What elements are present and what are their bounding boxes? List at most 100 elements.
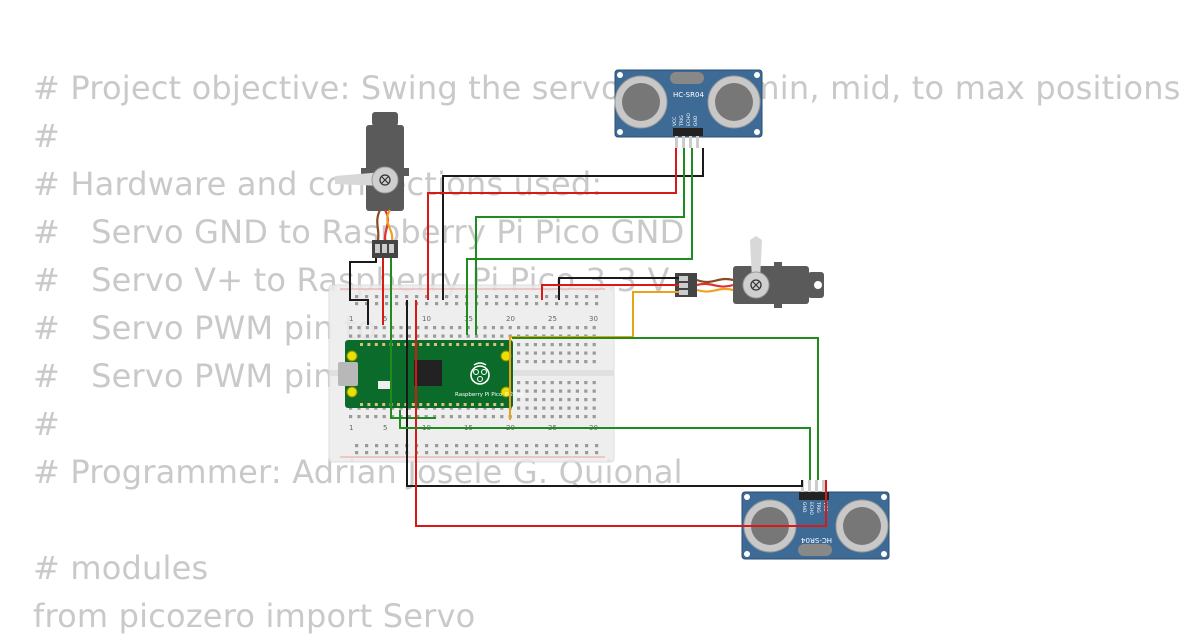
breadboard-hole: [475, 415, 479, 419]
breadboard-hole: [575, 398, 579, 402]
wire-gnd: [442, 148, 704, 300]
pico-pin: [360, 343, 363, 346]
pico-pin: [448, 403, 452, 406]
breadboard-hole: [435, 451, 439, 455]
breadboard-hole: [550, 415, 554, 419]
breadboard-hole: [505, 302, 509, 306]
ultrasonic-sensor-top[interactable]: HC-SR04 VCC TRIG ECHO GND: [614, 69, 763, 148]
breadboard-hole: [433, 406, 437, 410]
pico-pin: [419, 403, 423, 406]
breadboard-hole: [575, 326, 579, 330]
pico-pin: [448, 343, 452, 346]
breadboard-hole: [567, 351, 571, 355]
wire-servo-pwm: [390, 258, 436, 419]
breadboard-hole: [542, 389, 546, 393]
breadboard-hole: [535, 302, 539, 306]
pico-pin: [367, 343, 371, 346]
breadboard-hole: [385, 451, 389, 455]
wire-servo-gnd: [349, 258, 377, 325]
breadboard-hole: [374, 406, 378, 410]
breadboard-hole: [458, 406, 462, 410]
pico-pin: [478, 403, 482, 406]
breadboard-hole: [365, 444, 369, 448]
breadboard-hole: [433, 415, 437, 419]
servo-motor-vertical[interactable]: [335, 112, 409, 258]
pico-pin: [441, 403, 445, 406]
breadboard-hole: [584, 343, 588, 347]
pico-pin: [411, 403, 415, 406]
pico-pin: [500, 403, 504, 406]
wire-trig: [512, 337, 819, 480]
breadboard-hole: [375, 302, 379, 306]
breadboard-hole: [545, 451, 549, 455]
breadboard-hole: [391, 334, 395, 338]
pico-pin: [463, 343, 467, 346]
breadboard-hole: [567, 406, 571, 410]
ultrasonic-sensor-bottom[interactable]: HC-SR04 GND ECHO TRIG VCC: [741, 480, 890, 560]
breadboard-hole: [555, 444, 559, 448]
breadboard-hole: [592, 398, 596, 402]
breadboard-hole: [445, 302, 449, 306]
servo-motor-horizontal[interactable]: [675, 236, 824, 308]
breadboard-hole: [365, 326, 369, 330]
breadboard-hole: [357, 415, 361, 419]
breadboard-hole: [575, 351, 579, 355]
pico-pin: [434, 403, 437, 406]
pico-pin: [441, 343, 445, 346]
breadboard-hole: [491, 415, 495, 419]
breadboard-hole: [458, 415, 462, 419]
breadboard-hole: [584, 351, 588, 355]
breadboard-hole: [495, 295, 499, 299]
breadboard-hole: [508, 326, 512, 330]
breadboard-hole: [455, 302, 459, 306]
breadboard-hole: [466, 326, 470, 330]
pico-pin: [360, 403, 363, 406]
breadboard-hole: [567, 360, 571, 364]
breadboard-hole: [517, 360, 521, 364]
breadboard-hole: [475, 334, 479, 338]
breadboard-hole: [595, 451, 599, 455]
sensor-pin-label: TRIG: [679, 115, 685, 127]
breadboard-hole: [407, 326, 411, 330]
pico-pin: [374, 343, 378, 346]
pico-pin: [500, 343, 504, 346]
breadboard-hole: [424, 334, 428, 338]
breadboard-hole: [485, 444, 489, 448]
breadboard-hole: [485, 451, 489, 455]
breadboard-hole: [500, 326, 504, 330]
breadboard-hole: [483, 415, 487, 419]
breadboard-hole: [515, 295, 519, 299]
breadboard-hole: [355, 444, 359, 448]
breadboard-hole: [525, 451, 529, 455]
breadboard-hole: [567, 398, 571, 402]
breadboard-hole: [542, 398, 546, 402]
breadboard-hole: [550, 406, 554, 410]
breadboard-hole: [407, 415, 411, 419]
breadboard-hole: [357, 334, 361, 338]
pico-pin: [493, 403, 497, 406]
pico-pin: [367, 403, 371, 406]
breadboard-hole: [595, 444, 599, 448]
breadboard-hole: [592, 326, 596, 330]
breadboard-hole: [575, 302, 579, 306]
raspberry-pi-pico[interactable]: Raspberry Pi Pico ©2020: [338, 340, 524, 408]
breadboard-hole: [391, 415, 395, 419]
breadboard-hole: [585, 444, 589, 448]
breadboard-hole: [592, 360, 596, 364]
breadboard-hole: [407, 334, 411, 338]
breadboard-hole: [533, 406, 537, 410]
breadboard-hole: [517, 415, 521, 419]
code-line: #: [33, 117, 61, 155]
breadboard-hole: [515, 444, 519, 448]
breadboard-hole: [559, 351, 563, 355]
breadboard-hole: [542, 326, 546, 330]
bb-col-label: 1: [349, 315, 353, 323]
breadboard-hole: [382, 415, 386, 419]
breadboard-hole: [542, 406, 546, 410]
breadboard-hole: [449, 406, 453, 410]
breadboard-hole: [349, 334, 353, 338]
breadboard-hole: [466, 406, 470, 410]
breadboard-hole: [441, 334, 445, 338]
sensor-pin-label: GND: [693, 115, 699, 126]
breadboard-hole: [525, 406, 529, 410]
